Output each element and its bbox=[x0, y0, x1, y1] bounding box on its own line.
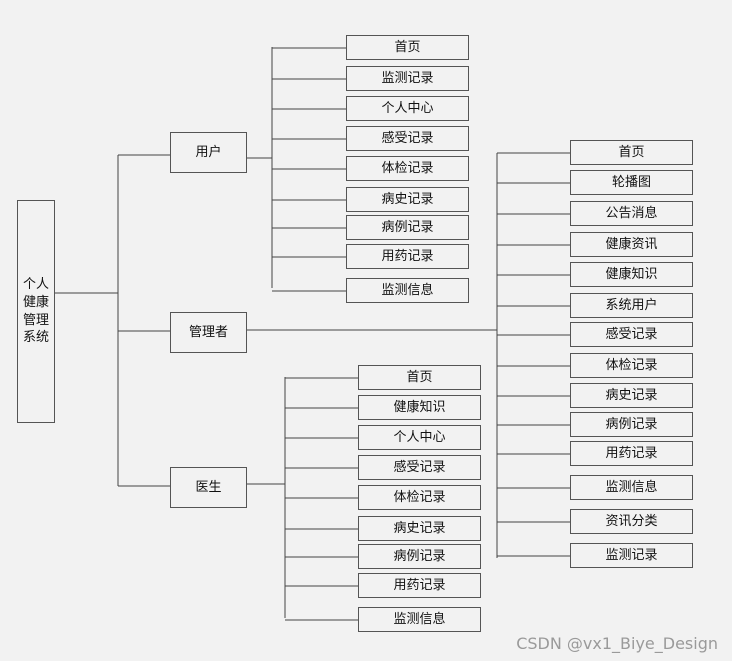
admin-module-label: 监测记录 bbox=[605, 547, 658, 563]
role-node-admin: 管理者 bbox=[170, 312, 247, 353]
doctor-module-label: 用药记录 bbox=[393, 577, 446, 593]
admin-module-label: 病史记录 bbox=[605, 387, 658, 403]
admin-module-node: 监测信息 bbox=[570, 475, 693, 500]
doctor-module-node: 用药记录 bbox=[358, 573, 481, 598]
doctor-module-label: 体检记录 bbox=[393, 489, 446, 505]
admin-module-label: 轮播图 bbox=[611, 174, 651, 190]
user-module-label: 监测信息 bbox=[381, 282, 434, 298]
user-module-node: 首页 bbox=[346, 35, 469, 60]
role-node-user: 用户 bbox=[170, 132, 247, 173]
admin-module-node: 病例记录 bbox=[570, 412, 693, 437]
user-module-node: 病例记录 bbox=[346, 215, 469, 240]
user-module-label: 个人中心 bbox=[381, 100, 434, 116]
doctor-module-node: 感受记录 bbox=[358, 455, 481, 480]
admin-module-label: 资讯分类 bbox=[605, 513, 658, 529]
user-module-node: 个人中心 bbox=[346, 96, 469, 121]
admin-module-label: 健康知识 bbox=[605, 266, 658, 282]
role-label-doctor: 医生 bbox=[195, 479, 222, 495]
user-module-label: 首页 bbox=[394, 39, 421, 55]
doctor-module-label: 病史记录 bbox=[393, 520, 446, 536]
user-module-label: 病史记录 bbox=[381, 191, 434, 207]
admin-module-node: 健康知识 bbox=[570, 262, 693, 287]
admin-module-node: 系统用户 bbox=[570, 293, 693, 318]
user-module-node: 体检记录 bbox=[346, 156, 469, 181]
role-node-doctor: 医生 bbox=[170, 467, 247, 508]
user-module-node: 监测信息 bbox=[346, 278, 469, 303]
admin-module-label: 体检记录 bbox=[605, 357, 658, 373]
user-module-label: 监测记录 bbox=[381, 70, 434, 86]
admin-module-label: 系统用户 bbox=[605, 297, 658, 313]
admin-module-label: 公告消息 bbox=[605, 205, 658, 221]
admin-module-node: 体检记录 bbox=[570, 353, 693, 378]
doctor-module-label: 健康知识 bbox=[393, 399, 446, 415]
admin-module-label: 健康资讯 bbox=[605, 236, 658, 252]
admin-module-label: 病例记录 bbox=[605, 416, 658, 432]
user-module-label: 体检记录 bbox=[381, 160, 434, 176]
admin-module-node: 感受记录 bbox=[570, 322, 693, 347]
watermark-text: CSDN @vx1_Biye_Design bbox=[516, 634, 718, 653]
role-label-admin: 管理者 bbox=[188, 324, 228, 340]
user-module-label: 感受记录 bbox=[381, 130, 434, 146]
doctor-module-label: 首页 bbox=[406, 369, 433, 385]
admin-module-node: 健康资讯 bbox=[570, 232, 693, 257]
doctor-module-node: 监测信息 bbox=[358, 607, 481, 632]
user-module-node: 病史记录 bbox=[346, 187, 469, 212]
admin-module-node: 用药记录 bbox=[570, 441, 693, 466]
user-module-node: 感受记录 bbox=[346, 126, 469, 151]
root-node-system: 个人健康管理系统 bbox=[17, 200, 55, 423]
doctor-module-node: 病史记录 bbox=[358, 516, 481, 541]
user-module-label: 病例记录 bbox=[381, 219, 434, 235]
user-module-node: 监测记录 bbox=[346, 66, 469, 91]
doctor-module-node: 体检记录 bbox=[358, 485, 481, 510]
user-module-label: 用药记录 bbox=[381, 248, 434, 264]
admin-module-node: 首页 bbox=[570, 140, 693, 165]
admin-module-label: 用药记录 bbox=[605, 445, 658, 461]
doctor-module-label: 感受记录 bbox=[393, 459, 446, 475]
admin-module-node: 病史记录 bbox=[570, 383, 693, 408]
user-module-node: 用药记录 bbox=[346, 244, 469, 269]
doctor-module-label: 个人中心 bbox=[393, 429, 446, 445]
admin-module-node: 公告消息 bbox=[570, 201, 693, 226]
doctor-module-node: 个人中心 bbox=[358, 425, 481, 450]
admin-module-label: 监测信息 bbox=[605, 479, 658, 495]
admin-module-node: 资讯分类 bbox=[570, 509, 693, 534]
admin-module-label: 感受记录 bbox=[605, 326, 658, 342]
root-node-label: 个人健康管理系统 bbox=[22, 277, 49, 346]
role-label-user: 用户 bbox=[195, 144, 222, 160]
doctor-module-node: 首页 bbox=[358, 365, 481, 390]
doctor-module-label: 监测信息 bbox=[393, 611, 446, 627]
admin-module-node: 轮播图 bbox=[570, 170, 693, 195]
doctor-module-node: 健康知识 bbox=[358, 395, 481, 420]
admin-module-label: 首页 bbox=[618, 144, 645, 160]
admin-module-node: 监测记录 bbox=[570, 543, 693, 568]
doctor-module-label: 病例记录 bbox=[393, 548, 446, 564]
doctor-module-node: 病例记录 bbox=[358, 544, 481, 569]
